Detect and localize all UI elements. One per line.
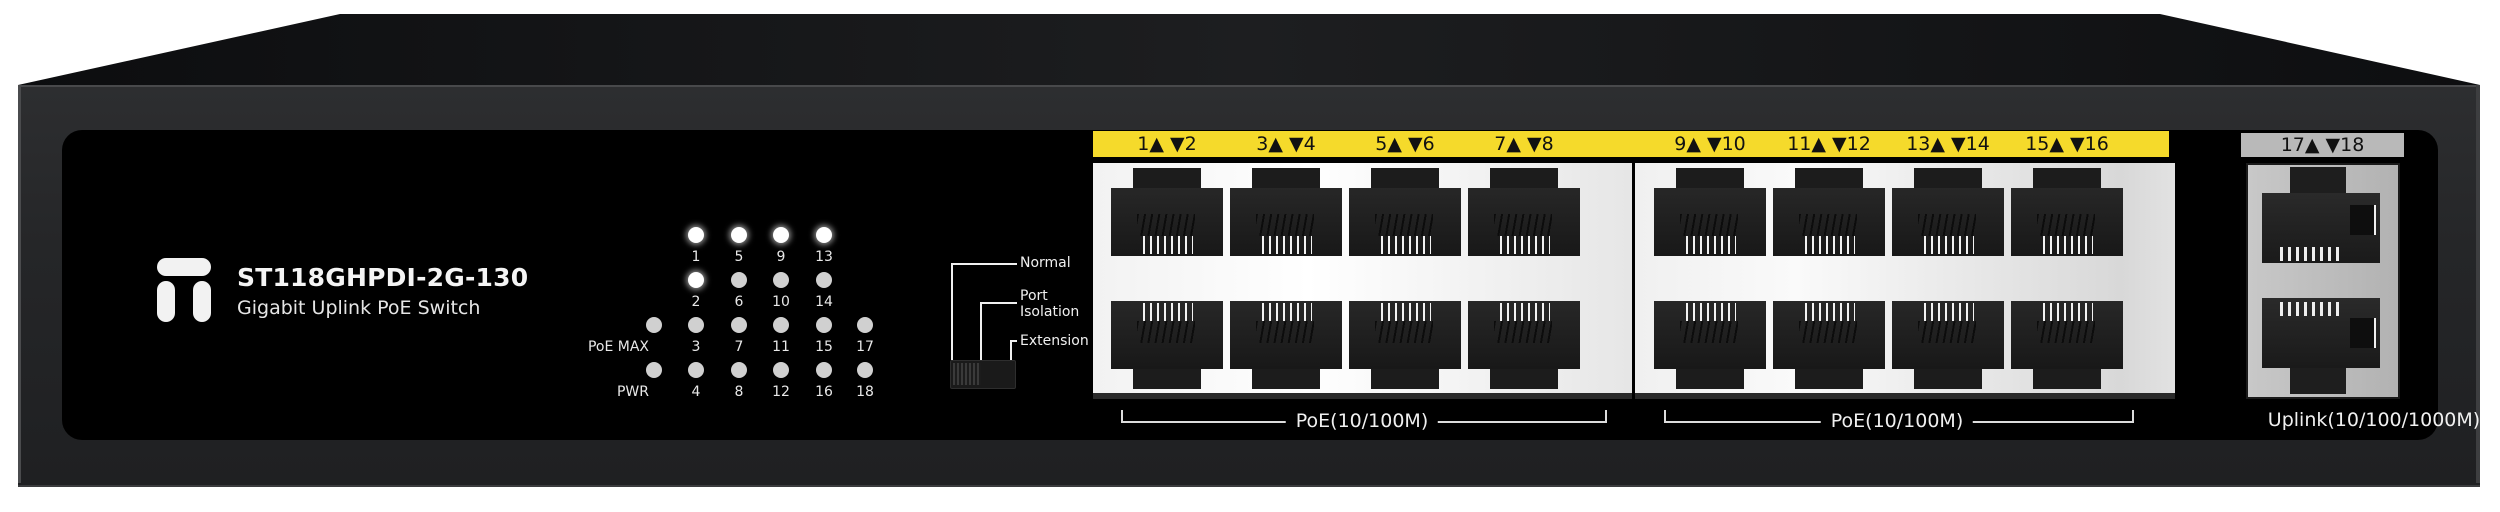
rj45-port-6[interactable]: [1349, 301, 1461, 389]
rj45-port-7[interactable]: [1468, 168, 1580, 256]
led-label-12: 12: [772, 384, 790, 400]
poe-group-2-caption: PoE(10/100M): [1820, 409, 1974, 433]
port-17-led: [857, 317, 873, 333]
port-3-led: [688, 317, 704, 333]
model-name: ST118GHPDI-2G-130: [237, 263, 529, 292]
rj45-port-13[interactable]: [1892, 168, 2004, 256]
led-label-6: 6: [734, 294, 744, 310]
normal-leader: [951, 263, 953, 360]
port-pair-label-5-6: 5▲ ▼6: [1375, 133, 1435, 155]
extension-leader: [1010, 340, 1012, 360]
poe-max-led: [646, 317, 662, 333]
isolation-label: Isolation: [1020, 304, 1080, 320]
port-2-led: [688, 272, 704, 288]
rj45-port-2[interactable]: [1111, 301, 1223, 389]
port-block-9-16-base: [1635, 393, 2175, 399]
port-pair-label-15-16: 15▲ ▼16: [2025, 133, 2109, 155]
led-label-1: 1: [691, 249, 701, 265]
port-7-led: [731, 317, 747, 333]
port-pair-label-9-10: 9▲ ▼10: [1674, 133, 1746, 155]
led-label-17: 17: [856, 339, 874, 355]
port-block-1-8-base: [1093, 393, 1632, 399]
led-label-5: 5: [734, 249, 744, 265]
normal-label: Normal: [1020, 255, 1071, 271]
extension-leader-h: [1010, 340, 1017, 342]
port-pair-label-7-8: 7▲ ▼8: [1494, 133, 1554, 155]
rj45-port-12[interactable]: [1773, 301, 1885, 389]
port-label: Port: [1020, 288, 1048, 304]
chassis-top-face: [18, 14, 2480, 85]
port-14-led: [816, 272, 832, 288]
port-1-led: [688, 227, 704, 243]
port-13-led: [816, 227, 832, 243]
led-label-13: 13: [815, 249, 833, 265]
chassis-right-edge: [2476, 85, 2480, 483]
led-label-8: 8: [734, 384, 744, 400]
pwr-led: [646, 362, 662, 378]
port-pair-label-11-12: 11▲ ▼12: [1787, 133, 1871, 155]
port-9-led: [773, 227, 789, 243]
port-pair-label-3-4: 3▲ ▼4: [1256, 133, 1316, 155]
port-8-led: [731, 362, 747, 378]
rj45-port-18[interactable]: [2262, 298, 2380, 394]
rj45-port-16[interactable]: [2011, 301, 2123, 389]
rj45-port-10[interactable]: [1654, 301, 1766, 389]
rj45-port-1[interactable]: [1111, 168, 1223, 256]
port-18-led: [857, 362, 873, 378]
port-5-led: [731, 227, 747, 243]
poe-group-1-caption: PoE(10/100M): [1285, 409, 1439, 433]
port-6-led: [731, 272, 747, 288]
led-label-2: 2: [691, 294, 701, 310]
led-label-15: 15: [815, 339, 833, 355]
normal-leader-h: [951, 263, 1017, 265]
rj45-port-3[interactable]: [1230, 168, 1342, 256]
led-label-3: 3: [691, 339, 701, 355]
poe-max-label: PoE MAX: [587, 339, 649, 355]
port-11-led: [773, 317, 789, 333]
rj45-port-17[interactable]: [2262, 167, 2380, 263]
rj45-port-15[interactable]: [2011, 168, 2123, 256]
rj45-port-14[interactable]: [1892, 301, 2004, 389]
uplink-label-bar: [2241, 133, 2404, 157]
port-12-led: [773, 362, 789, 378]
dip-switch-knob[interactable]: [953, 363, 981, 385]
poe-label-bar: [1093, 131, 2169, 157]
rj45-port-8[interactable]: [1468, 301, 1580, 389]
port-pair-label-1-2: 1▲ ▼2: [1137, 133, 1197, 155]
mode-dip-switch[interactable]: [950, 360, 1016, 389]
port-pair-label-17-18: 17▲ ▼18: [2280, 134, 2365, 156]
chassis-left-edge: [18, 85, 21, 483]
extension-label: Extension: [1020, 333, 1089, 349]
rj45-port-5[interactable]: [1349, 168, 1461, 256]
led-label-11: 11: [772, 339, 790, 355]
rj45-port-4[interactable]: [1230, 301, 1342, 389]
rj45-port-9[interactable]: [1654, 168, 1766, 256]
led-label-9: 9: [776, 249, 786, 265]
port-15-led: [816, 317, 832, 333]
device-subtitle: Gigabit Uplink PoE Switch: [237, 297, 481, 319]
led-label-7: 7: [734, 339, 744, 355]
port-10-led: [773, 272, 789, 288]
port-4-led: [688, 362, 704, 378]
port-pair-label-13-14: 13▲ ▼14: [1906, 133, 1990, 155]
uplink-caption: Uplink(10/100/1000M): [2267, 409, 2481, 431]
led-label-16: 16: [815, 384, 833, 400]
led-label-14: 14: [815, 294, 833, 310]
rj45-port-11[interactable]: [1773, 168, 1885, 256]
led-label-10: 10: [772, 294, 790, 310]
led-label-4: 4: [691, 384, 701, 400]
isolation-leader-h: [980, 302, 1017, 304]
led-label-18: 18: [856, 384, 874, 400]
pwr-label: PWR: [616, 384, 649, 400]
isolation-leader: [980, 302, 982, 360]
port-16-led: [816, 362, 832, 378]
